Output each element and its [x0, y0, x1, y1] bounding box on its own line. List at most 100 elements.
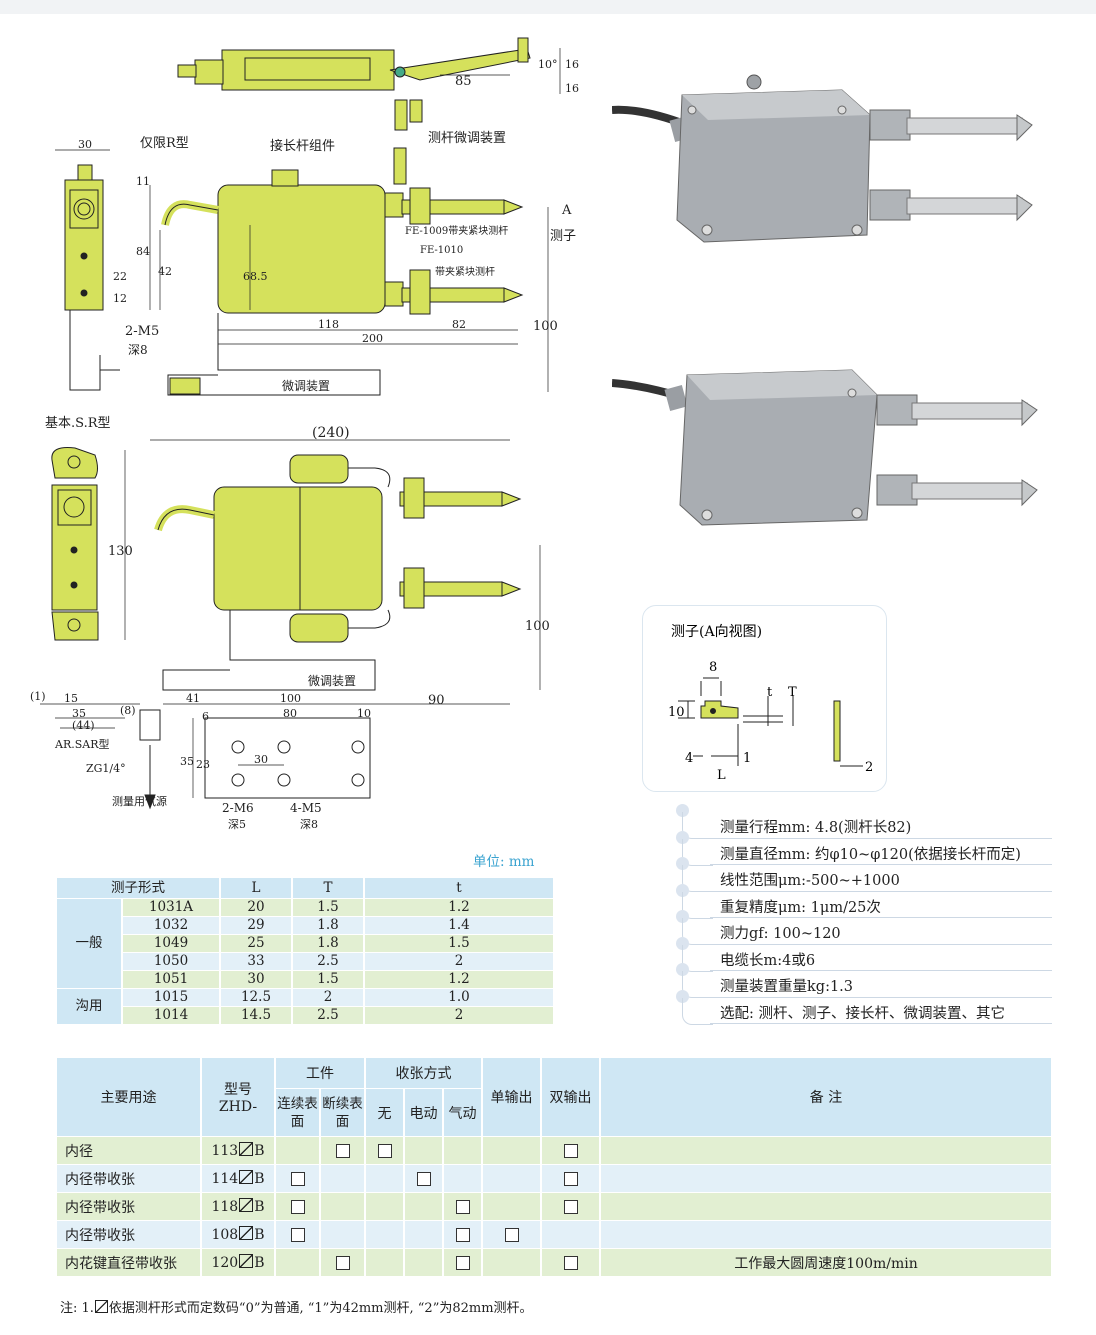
use-cell: 内径带收张: [57, 1193, 200, 1220]
slash-box-icon: [239, 1226, 254, 1240]
cell: 2: [365, 1007, 553, 1024]
note-cell: [601, 1221, 1051, 1248]
probe-dim-2: 2: [865, 760, 873, 775]
check-cell: [321, 1249, 364, 1276]
cell: 1.5: [293, 899, 363, 916]
note-cell: 工作最大圆周速度100m/min: [601, 1249, 1051, 1276]
use-cell: 内径带收张: [57, 1221, 200, 1248]
dim-200: 200: [362, 332, 383, 345]
slash-box-icon: [239, 1142, 254, 1156]
spec-item: 测量装置重量kg:1.3: [670, 963, 1060, 998]
check-cell: [483, 1249, 540, 1276]
main-body-bottom: [213, 486, 383, 611]
probe-header-t: t: [365, 878, 553, 898]
technical-drawing: 仅限R型 接长杆组件 测杆微调装置 FE-1009带夹紧块测杆 FE-1010 …: [30, 37, 579, 831]
check-cell: [444, 1137, 481, 1164]
cell: 14.5: [221, 1007, 291, 1024]
header-pneumatic: 气动: [444, 1089, 481, 1136]
spec-item: 线性范围μm:-500~+1000: [670, 857, 1060, 892]
check-cell: [405, 1249, 442, 1276]
cell: 33: [221, 953, 291, 970]
header-continuous: 连续表面: [276, 1089, 319, 1136]
check-cell: [276, 1221, 319, 1248]
cell: 1051: [123, 971, 219, 988]
product-photo-bottom: [612, 369, 1038, 526]
dim-85: 85: [455, 74, 472, 89]
dim-42: 42: [158, 265, 172, 278]
cell: 1014: [123, 1007, 219, 1024]
label-fine-adjust: 微调装置: [282, 379, 330, 393]
table-row: 1014 14.5 2.5 2: [57, 1007, 553, 1024]
dim-23: 23: [196, 758, 210, 771]
top-bar: [0, 0, 1096, 14]
dim-240: (240): [312, 425, 350, 441]
check-cell: [321, 1137, 364, 1164]
table-row: 1051 30 1.5 1.2: [57, 971, 553, 988]
check-cell: [542, 1137, 599, 1164]
group-groove: 沟用: [57, 989, 121, 1024]
dim-11: 11: [136, 175, 150, 188]
cell: 1.4: [365, 917, 553, 934]
check-cell: [444, 1165, 481, 1192]
header-model-line1: 型号: [224, 1082, 252, 1098]
label-m5-thread: 2-M5: [125, 324, 159, 339]
slash-box-icon: [239, 1198, 254, 1212]
label-only-r: 仅限R型: [140, 136, 189, 151]
check-cell: [483, 1137, 540, 1164]
dim-30: 30: [78, 138, 92, 151]
header-use: 主要用途: [57, 1058, 200, 1136]
footnote: 注: 1.依据测杆形式而定数码“0”为普通, “1”为42mm测杆, “2”为8…: [60, 1297, 533, 1316]
dim-12: 12: [113, 292, 127, 305]
dim-100c: 100: [280, 692, 301, 705]
checkbox-icon: [335, 1143, 350, 1158]
dim-118: 118: [318, 318, 339, 331]
main-body-top: [217, 184, 386, 314]
checkbox-icon: [504, 1227, 519, 1242]
cell: 29: [221, 917, 291, 934]
check-cell: [276, 1165, 319, 1192]
spec-item: 选配: 测杆、测子、接长杆、微调装置、其它: [670, 989, 1060, 1025]
cell: 1050: [123, 953, 219, 970]
model-code: 114: [211, 1171, 239, 1187]
checkbox-icon: [563, 1199, 578, 1214]
label-fe1009: FE-1009带夹紧块测杆: [405, 224, 508, 237]
header-single-output: 单输出: [483, 1058, 540, 1136]
check-cell: [366, 1165, 403, 1192]
label-m5-depth: 深8: [128, 343, 148, 357]
cell: 1031A: [123, 899, 219, 916]
dim-100a: 100: [533, 319, 558, 334]
checkbox-icon: [563, 1171, 578, 1186]
cell: 2: [365, 953, 553, 970]
header-none: 无: [366, 1089, 403, 1136]
check-cell: [542, 1221, 599, 1248]
mounting-plate: [204, 717, 371, 799]
checkbox-icon: [455, 1199, 470, 1214]
spec-text: 测量行程mm: 4.8(测杆长82): [720, 820, 912, 836]
checkbox-icon: [290, 1199, 305, 1214]
check-cell: [321, 1165, 364, 1192]
model-suffix: B: [254, 1199, 265, 1215]
spec-text: 重复精度μm: 1μm/25次: [720, 899, 881, 916]
dim-41: 41: [186, 692, 200, 705]
cell: 25: [221, 935, 291, 952]
spec-item: 测量直径mm: 约φ10~φ120(依据接长杆而定): [670, 830, 1060, 866]
probe-dim-8: 8: [709, 660, 717, 675]
header-work: 工件: [276, 1058, 364, 1089]
check-cell: [483, 1221, 540, 1248]
header-discontinuous: 断续表面: [321, 1089, 364, 1136]
checkbox-icon: [563, 1143, 578, 1158]
label-fe1010: FE-1010: [420, 245, 463, 256]
cell: 2.5: [293, 1007, 363, 1024]
model-code: 108: [211, 1227, 239, 1243]
check-cell: [366, 1137, 403, 1164]
label-m6-depth: 深5: [228, 818, 246, 831]
label-arrow-a: A: [561, 203, 572, 218]
dim-100b: 100: [525, 619, 550, 634]
table-row: 1049 25 1.8 1.5: [57, 935, 553, 952]
label-zg: ZG1/4°: [86, 762, 126, 775]
probe-dim-L: L: [717, 768, 726, 783]
dim-35b: 35: [180, 755, 194, 768]
